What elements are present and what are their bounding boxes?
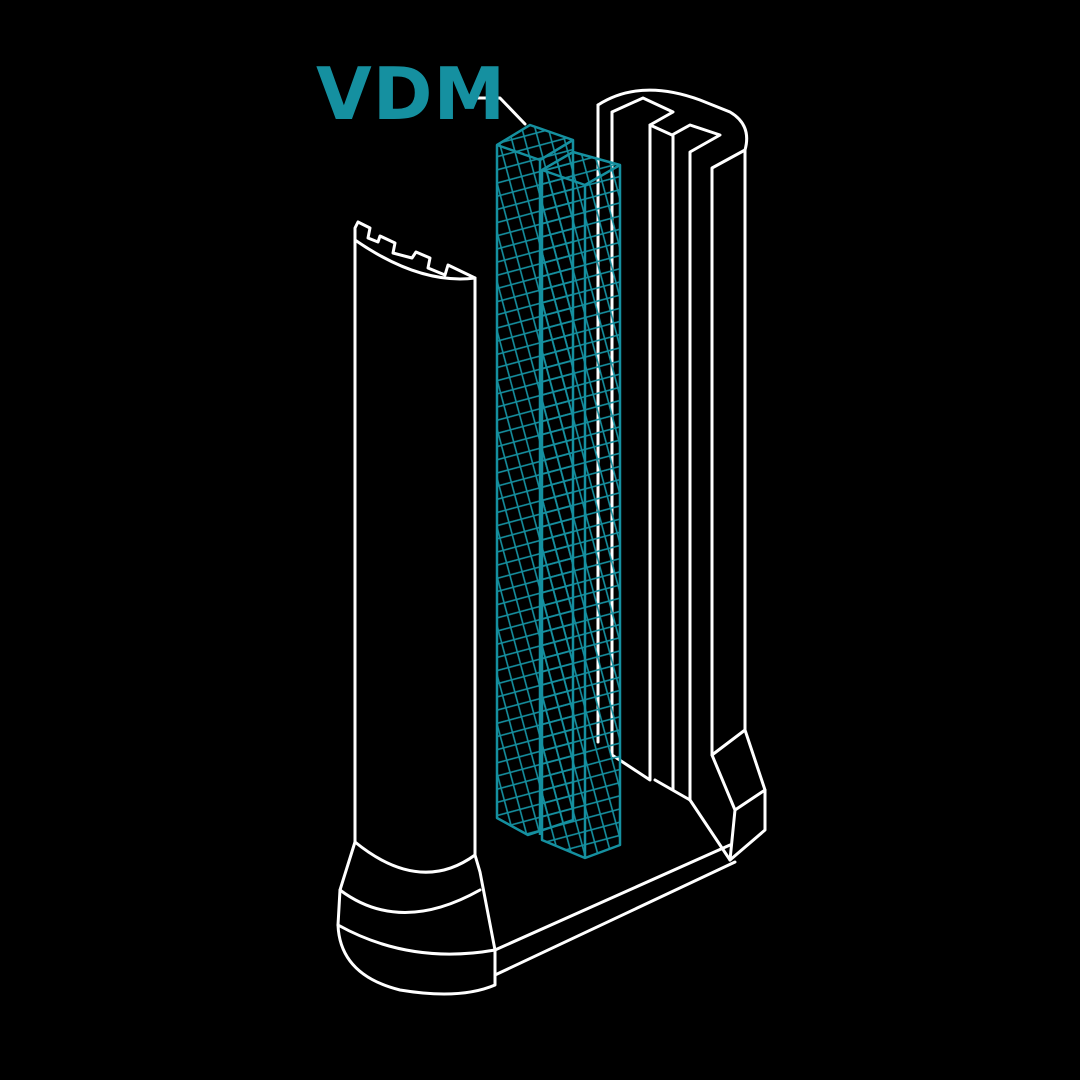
base-plate: [493, 843, 737, 977]
leader-line: [468, 96, 527, 126]
vdm-label: VDM: [316, 52, 507, 136]
left-shell: [336, 220, 497, 996]
vdm-blocks: [495, 123, 622, 860]
right-tower: [596, 88, 767, 862]
